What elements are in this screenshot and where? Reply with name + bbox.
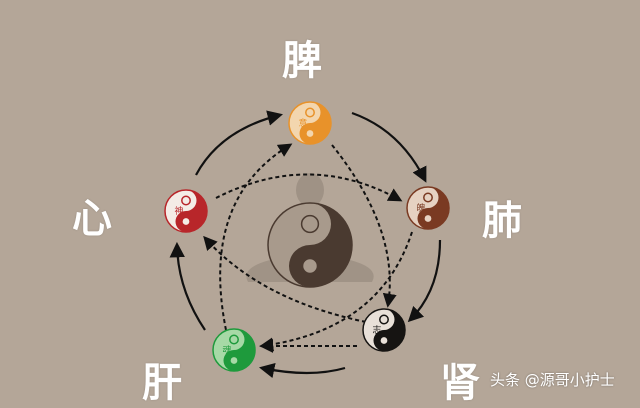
label-lung: 肺 (482, 197, 522, 244)
inner-label: 魂 (222, 344, 231, 356)
arrow-spleen-to-lung (351, 111, 427, 183)
arrow-liver-to-heart (169, 241, 206, 331)
inner-label: 意 (298, 117, 307, 129)
arrow-lung-to-liver (259, 231, 413, 352)
liver-yin-yang-icon: 魂 (212, 328, 256, 372)
inner-label: 魄 (416, 202, 425, 214)
inner-label: 志 (372, 324, 381, 336)
arrow-liver-to-spleen (219, 143, 293, 331)
arrow-heart-to-spleen (195, 110, 283, 176)
lung-yin-yang-icon: 魄 (406, 186, 450, 230)
kidney-yin-yang-icon: 志 (362, 308, 406, 352)
center-yin-yang-icon (267, 202, 353, 288)
heart-yin-yang-icon: 神 (164, 189, 208, 233)
inner-label: 神 (174, 205, 183, 217)
spleen-yin-yang-icon: 意 (288, 101, 332, 145)
watermark: 头条 @源哥小护士 (490, 371, 615, 389)
arrow-kidney-to-heart (203, 235, 367, 323)
arrow-spleen-to-kidney (331, 144, 397, 308)
label-kidney: 肾 (440, 359, 480, 406)
label-liver: 肝 (142, 359, 182, 406)
arrow-lung-to-kidney (407, 239, 442, 323)
label-spleen: 脾 (282, 37, 322, 84)
label-heart: 心 (72, 195, 112, 242)
arrow-kidney-to-liver (258, 362, 346, 379)
